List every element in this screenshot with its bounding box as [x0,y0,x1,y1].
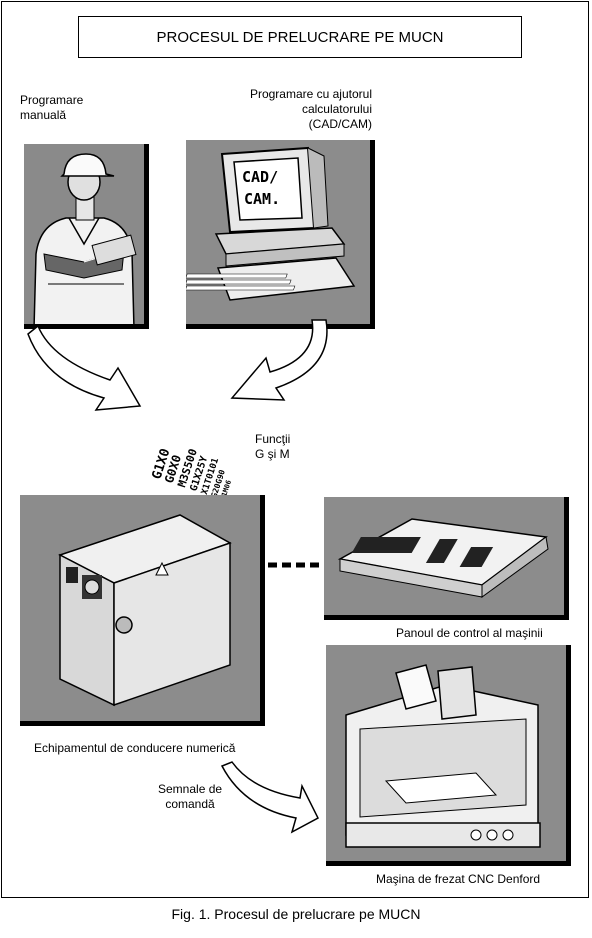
control-panel-keys [351,537,494,567]
diagram-title: PROCESUL DE PRELUCRARE PE MUCN [78,16,522,58]
cabinet-knob [115,616,133,634]
cad-cam-computer-image: CAD/ CAM. [186,140,375,329]
cnc-controller-cabinet-image [20,495,265,726]
screen-text-line-1: CAD/ [242,168,278,186]
keyboard-keys [186,273,296,291]
power-switch [66,567,78,583]
manual-programmer-image [24,144,149,329]
command-signals-arrow [220,761,319,834]
label-g-m-functions: Funcţii G şi M [255,432,291,461]
label-cad-cam-programming: Programare cu ajutorul calculatorului (C… [249,87,372,131]
label-command-signals: Semnale de comandă [158,782,223,811]
warning-sign-icon [155,561,169,576]
cnc-milling-machine-image [326,645,571,866]
label-cnc-equipment: Echipamentul de conducere numerică [34,741,236,755]
label-control-panel: Panoul de control al maşinii [396,626,543,640]
figure-caption: Fig. 1. Procesul de prelucrare pe MUCN [171,906,421,922]
right-curved-arrow [230,319,328,401]
machine-control-panel-image [324,497,569,620]
label-manual-programming: Programare manuală [20,93,84,122]
screen-text-line-2: CAM. [244,190,280,208]
left-curved-arrow [27,324,142,411]
diagram-frame [1,1,589,898]
label-milling-machine: Maşina de frezat CNC Denford [376,872,541,886]
